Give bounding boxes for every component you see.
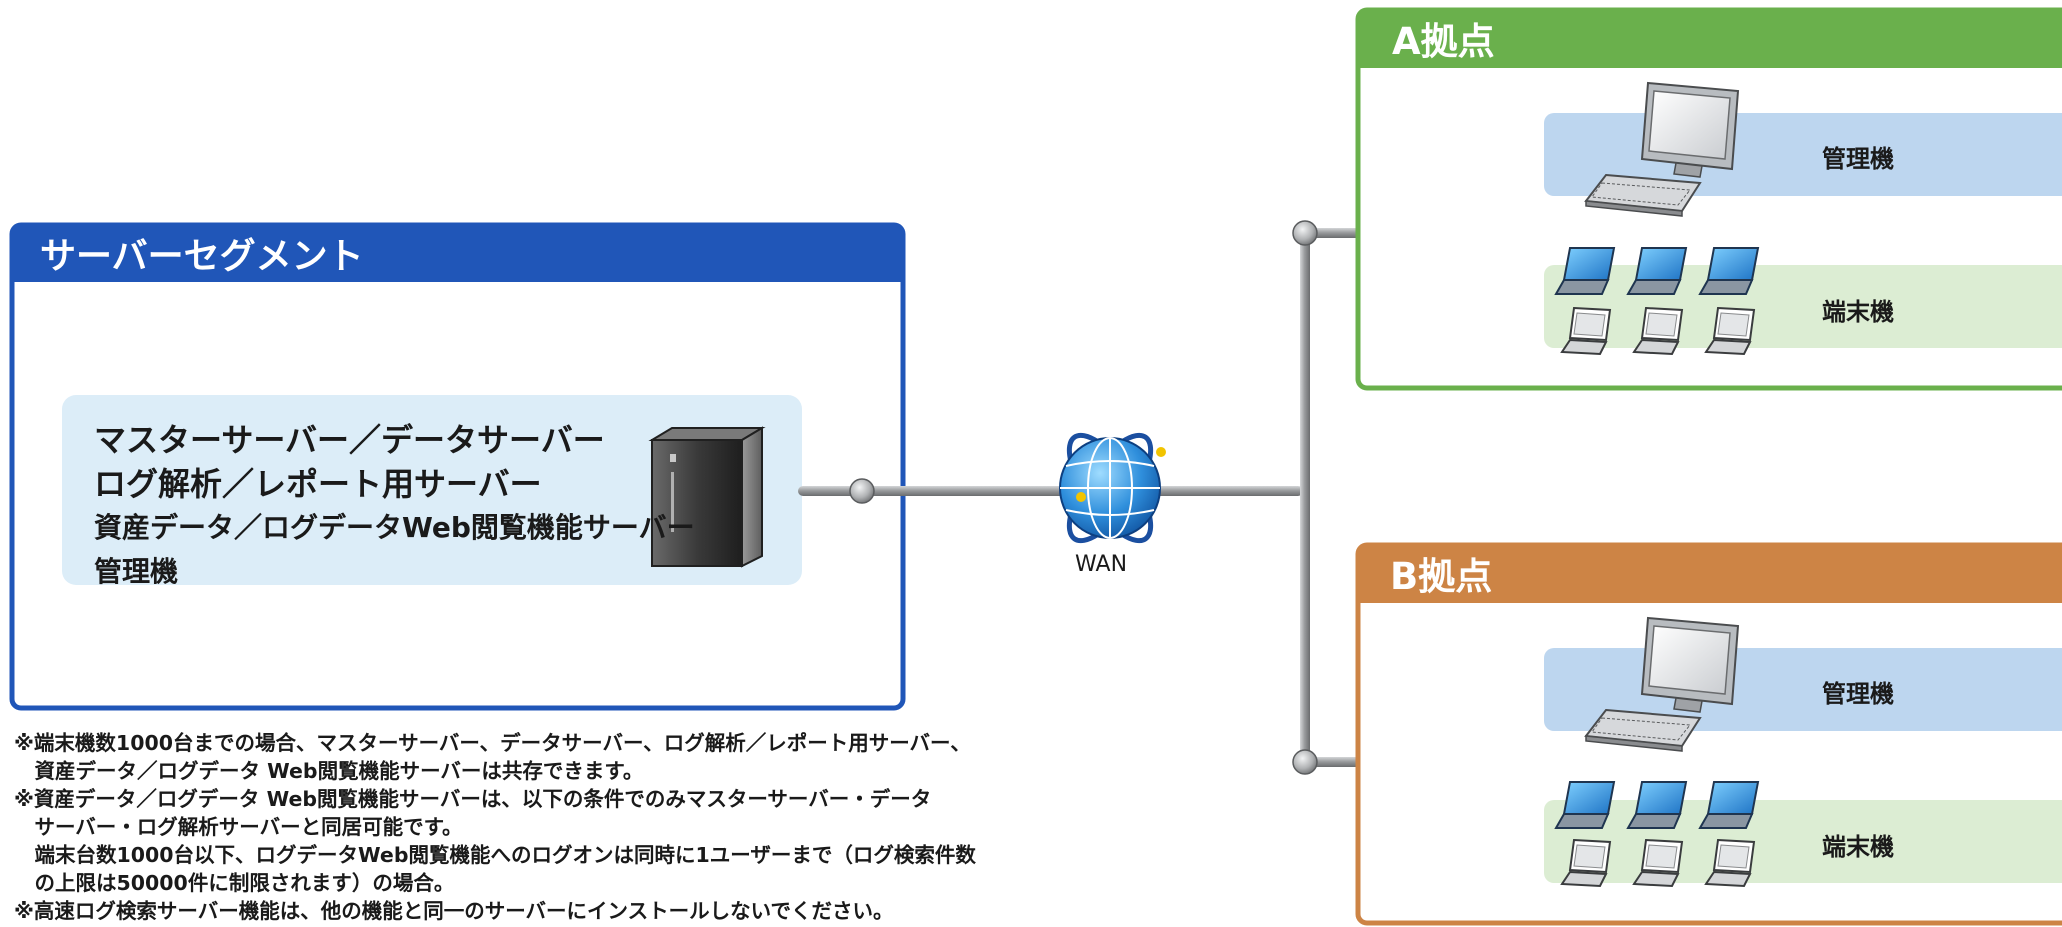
server-segment-box <box>9 222 906 711</box>
footnote-line: の上限は50000件に制限されます）の場合。 <box>14 871 455 895</box>
server-role-web-viewer: 資産データ／ログデータWeb閲覧機能サーバー <box>94 511 695 544</box>
footnote-line: ※端末機数1000台までの場合、マスターサーバー、データサーバー、ログ解析／レポ… <box>14 731 971 755</box>
server-role-admin: 管理機 <box>94 555 179 588</box>
footnote-line: 資産データ／ログデータ Web閲覧機能サーバーは共存できます。 <box>14 759 644 783</box>
footnote-line: 端末台数1000台以下、ログデータWeb閲覧機能へのログオンは同時に1ユーザーま… <box>14 843 976 867</box>
site-a-title: A拠点 <box>1392 20 1495 63</box>
site-a-terminal-band <box>1544 265 2062 348</box>
wan-globe-icon <box>1059 432 1166 544</box>
footnote-line: サーバー・ログ解析サーバーと同居可能です。 <box>14 815 463 839</box>
site-a-admin-label: 管理機 <box>1822 145 1894 173</box>
footnote-line: ※資産データ／ログデータ Web閲覧機能サーバーは、以下の条件でのみマスターサー… <box>14 787 932 811</box>
server-segment-title: サーバーセグメント <box>40 236 364 277</box>
footnotes: ※端末機数1000台までの場合、マスターサーバー、データサーバー、ログ解析／レポ… <box>14 729 976 925</box>
server-tower-icon <box>648 426 766 568</box>
footnote-line: ※高速ログ検索サーバー機能は、他の機能と同一のサーバーにインストールしないでくだ… <box>14 899 894 923</box>
server-roles-panel <box>62 395 802 585</box>
site-b-terminal-label: 端末機 <box>1822 833 1894 861</box>
site-b-admin-label: 管理機 <box>1822 680 1894 708</box>
site-a-box <box>1355 7 2062 391</box>
server-role-log-report: ログ解析／レポート用サーバー <box>94 465 542 503</box>
site-b-terminal-band <box>1544 800 2062 883</box>
site-a-terminal-label: 端末機 <box>1822 298 1894 326</box>
server-roles-list: マスターサーバー／データサーバー ログ解析／レポート用サーバー 資産データ／ログ… <box>94 418 695 594</box>
site-b-title: B拠点 <box>1390 555 1493 598</box>
wan-label: WAN <box>1075 552 1128 577</box>
server-role-master-data: マスターサーバー／データサーバー <box>94 421 605 459</box>
